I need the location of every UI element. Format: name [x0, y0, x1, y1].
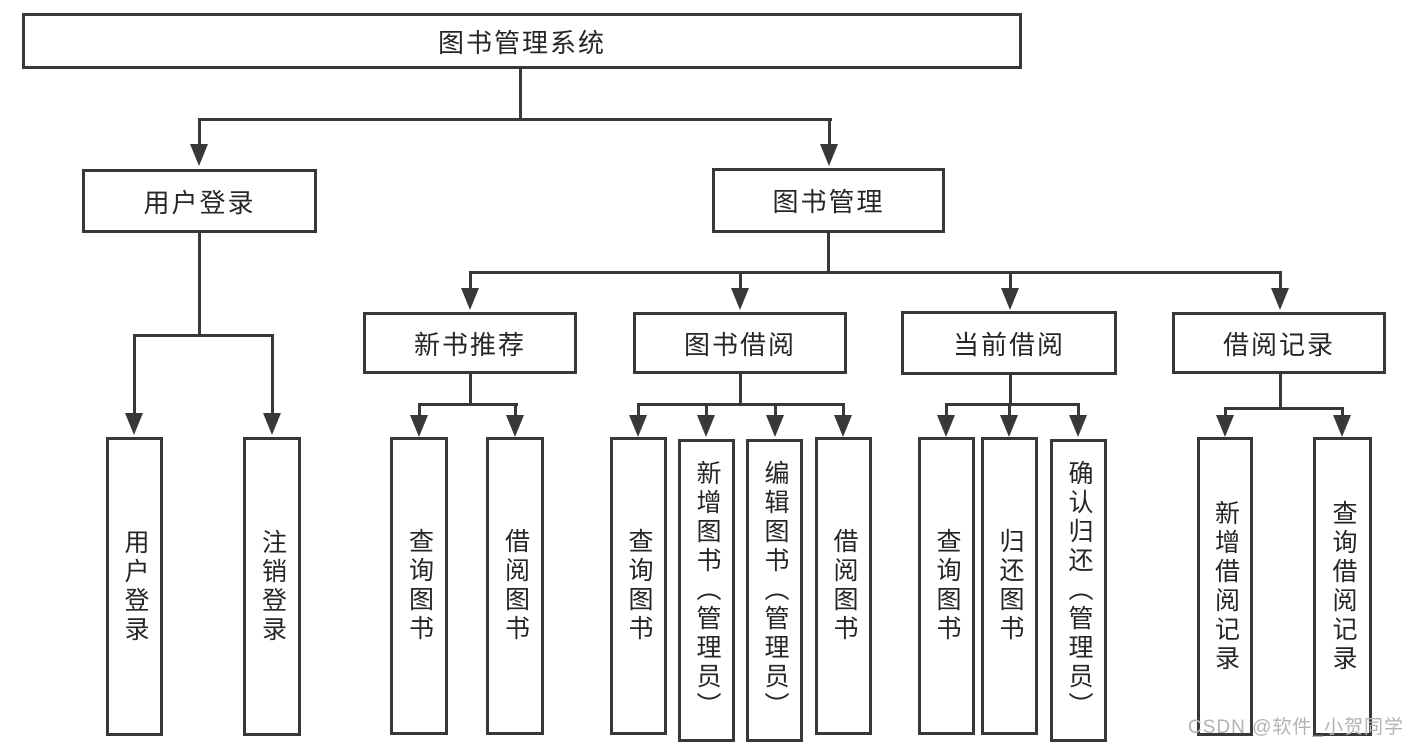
connector-line — [469, 271, 472, 293]
leaf-label: 确认归还（管理员） — [1065, 460, 1093, 721]
arrow-down-icon — [1069, 415, 1087, 437]
leaf-logout: 注销登录 — [243, 437, 301, 736]
leaf-query-borrow-record: 查询借阅记录 — [1313, 437, 1372, 736]
connector-line — [1224, 407, 1227, 419]
leaf-add-borrow-record: 新增借阅记录 — [1197, 437, 1253, 736]
leaf-label: 查询借阅记录 — [1329, 499, 1357, 674]
connector-line — [774, 403, 777, 417]
connector-line — [469, 271, 1281, 274]
leaf-borrow-books-borrow: 借阅图书 — [815, 437, 872, 735]
connector-line — [198, 233, 201, 337]
connector-line — [637, 403, 640, 417]
connector-line — [1341, 407, 1344, 419]
leaf-add-books-admin: 新增图书（管理员） — [678, 439, 735, 742]
leaf-label: 用户登录 — [121, 528, 149, 645]
arrow-down-icon — [834, 415, 852, 437]
leaf-confirm-return-admin: 确认归还（管理员） — [1050, 439, 1107, 742]
connector-line — [637, 403, 845, 406]
node-user-login: 用户登录 — [82, 169, 317, 233]
arrow-down-icon — [731, 288, 749, 310]
arrow-down-icon — [766, 415, 784, 437]
connector-line — [418, 403, 518, 406]
leaf-label: 新增借阅记录 — [1211, 499, 1240, 674]
connector-line — [739, 374, 742, 406]
arrow-down-icon — [1216, 415, 1234, 437]
arrow-down-icon — [125, 413, 143, 435]
leaf-label: 注销登录 — [258, 528, 287, 645]
node-current-borrow: 当前借阅 — [901, 311, 1117, 375]
arrow-down-icon — [697, 415, 715, 437]
leaf-borrow-books-recommend: 借阅图书 — [486, 437, 544, 735]
node-borrow-records: 借阅记录 — [1172, 312, 1386, 374]
connector-line — [705, 403, 708, 417]
connector-line — [418, 403, 421, 417]
connector-line — [1077, 403, 1080, 417]
leaf-label: 查询图书 — [625, 528, 653, 644]
connector-line — [739, 271, 742, 293]
leaf-query-books-current: 查询图书 — [918, 437, 975, 735]
leaf-edit-books-admin: 编辑图书（管理员） — [746, 439, 803, 742]
leaf-query-books-borrow: 查询图书 — [610, 437, 667, 735]
leaf-return-books: 归还图书 — [981, 437, 1038, 735]
connector-line — [1279, 271, 1282, 293]
watermark: CSDN @软件_小贺同学 — [1188, 717, 1404, 738]
connector-line — [828, 118, 831, 150]
connector-line — [827, 233, 830, 274]
arrow-down-icon — [820, 144, 838, 166]
connector-line — [1279, 374, 1282, 410]
arrow-down-icon — [461, 288, 479, 310]
leaf-label: 借阅图书 — [830, 528, 858, 644]
connector-line — [1224, 407, 1344, 410]
connector-line — [945, 403, 948, 417]
connector-line — [519, 69, 522, 121]
leaf-label: 查询图书 — [933, 528, 961, 644]
leaf-label: 编辑图书（管理员） — [761, 460, 789, 721]
connector-line — [1009, 271, 1012, 293]
arrow-down-icon — [410, 415, 428, 437]
connector-line — [1009, 374, 1012, 406]
arrow-down-icon — [263, 413, 281, 435]
connector-line — [133, 334, 274, 337]
connector-line — [469, 374, 472, 406]
leaf-label: 查询图书 — [405, 528, 434, 644]
connector-line — [133, 334, 136, 414]
node-book-borrow: 图书借阅 — [633, 312, 847, 374]
leaf-label: 借阅图书 — [501, 528, 530, 644]
arrow-down-icon — [190, 144, 208, 166]
node-new-book-recommend: 新书推荐 — [363, 312, 577, 374]
leaf-user-login: 用户登录 — [106, 437, 163, 736]
leaf-label: 新增图书（管理员） — [693, 460, 721, 721]
node-library-system: 图书管理系统 — [22, 13, 1022, 69]
arrow-down-icon — [1333, 415, 1351, 437]
connector-line — [1008, 403, 1011, 417]
arrow-down-icon — [1000, 415, 1018, 437]
arrow-down-icon — [937, 415, 955, 437]
connector-line — [198, 118, 201, 150]
node-book-management: 图书管理 — [712, 168, 945, 233]
leaf-label: 归还图书 — [996, 528, 1024, 644]
arrow-down-icon — [1271, 288, 1289, 310]
connector-line — [842, 403, 845, 417]
leaf-query-books-recommend: 查询图书 — [390, 437, 448, 735]
connector-line — [198, 118, 832, 121]
connector-line — [945, 403, 1080, 406]
arrow-down-icon — [506, 415, 524, 437]
connector-line — [514, 403, 517, 417]
arrow-down-icon — [629, 415, 647, 437]
arrow-down-icon — [1001, 288, 1019, 310]
connector-line — [271, 334, 274, 414]
